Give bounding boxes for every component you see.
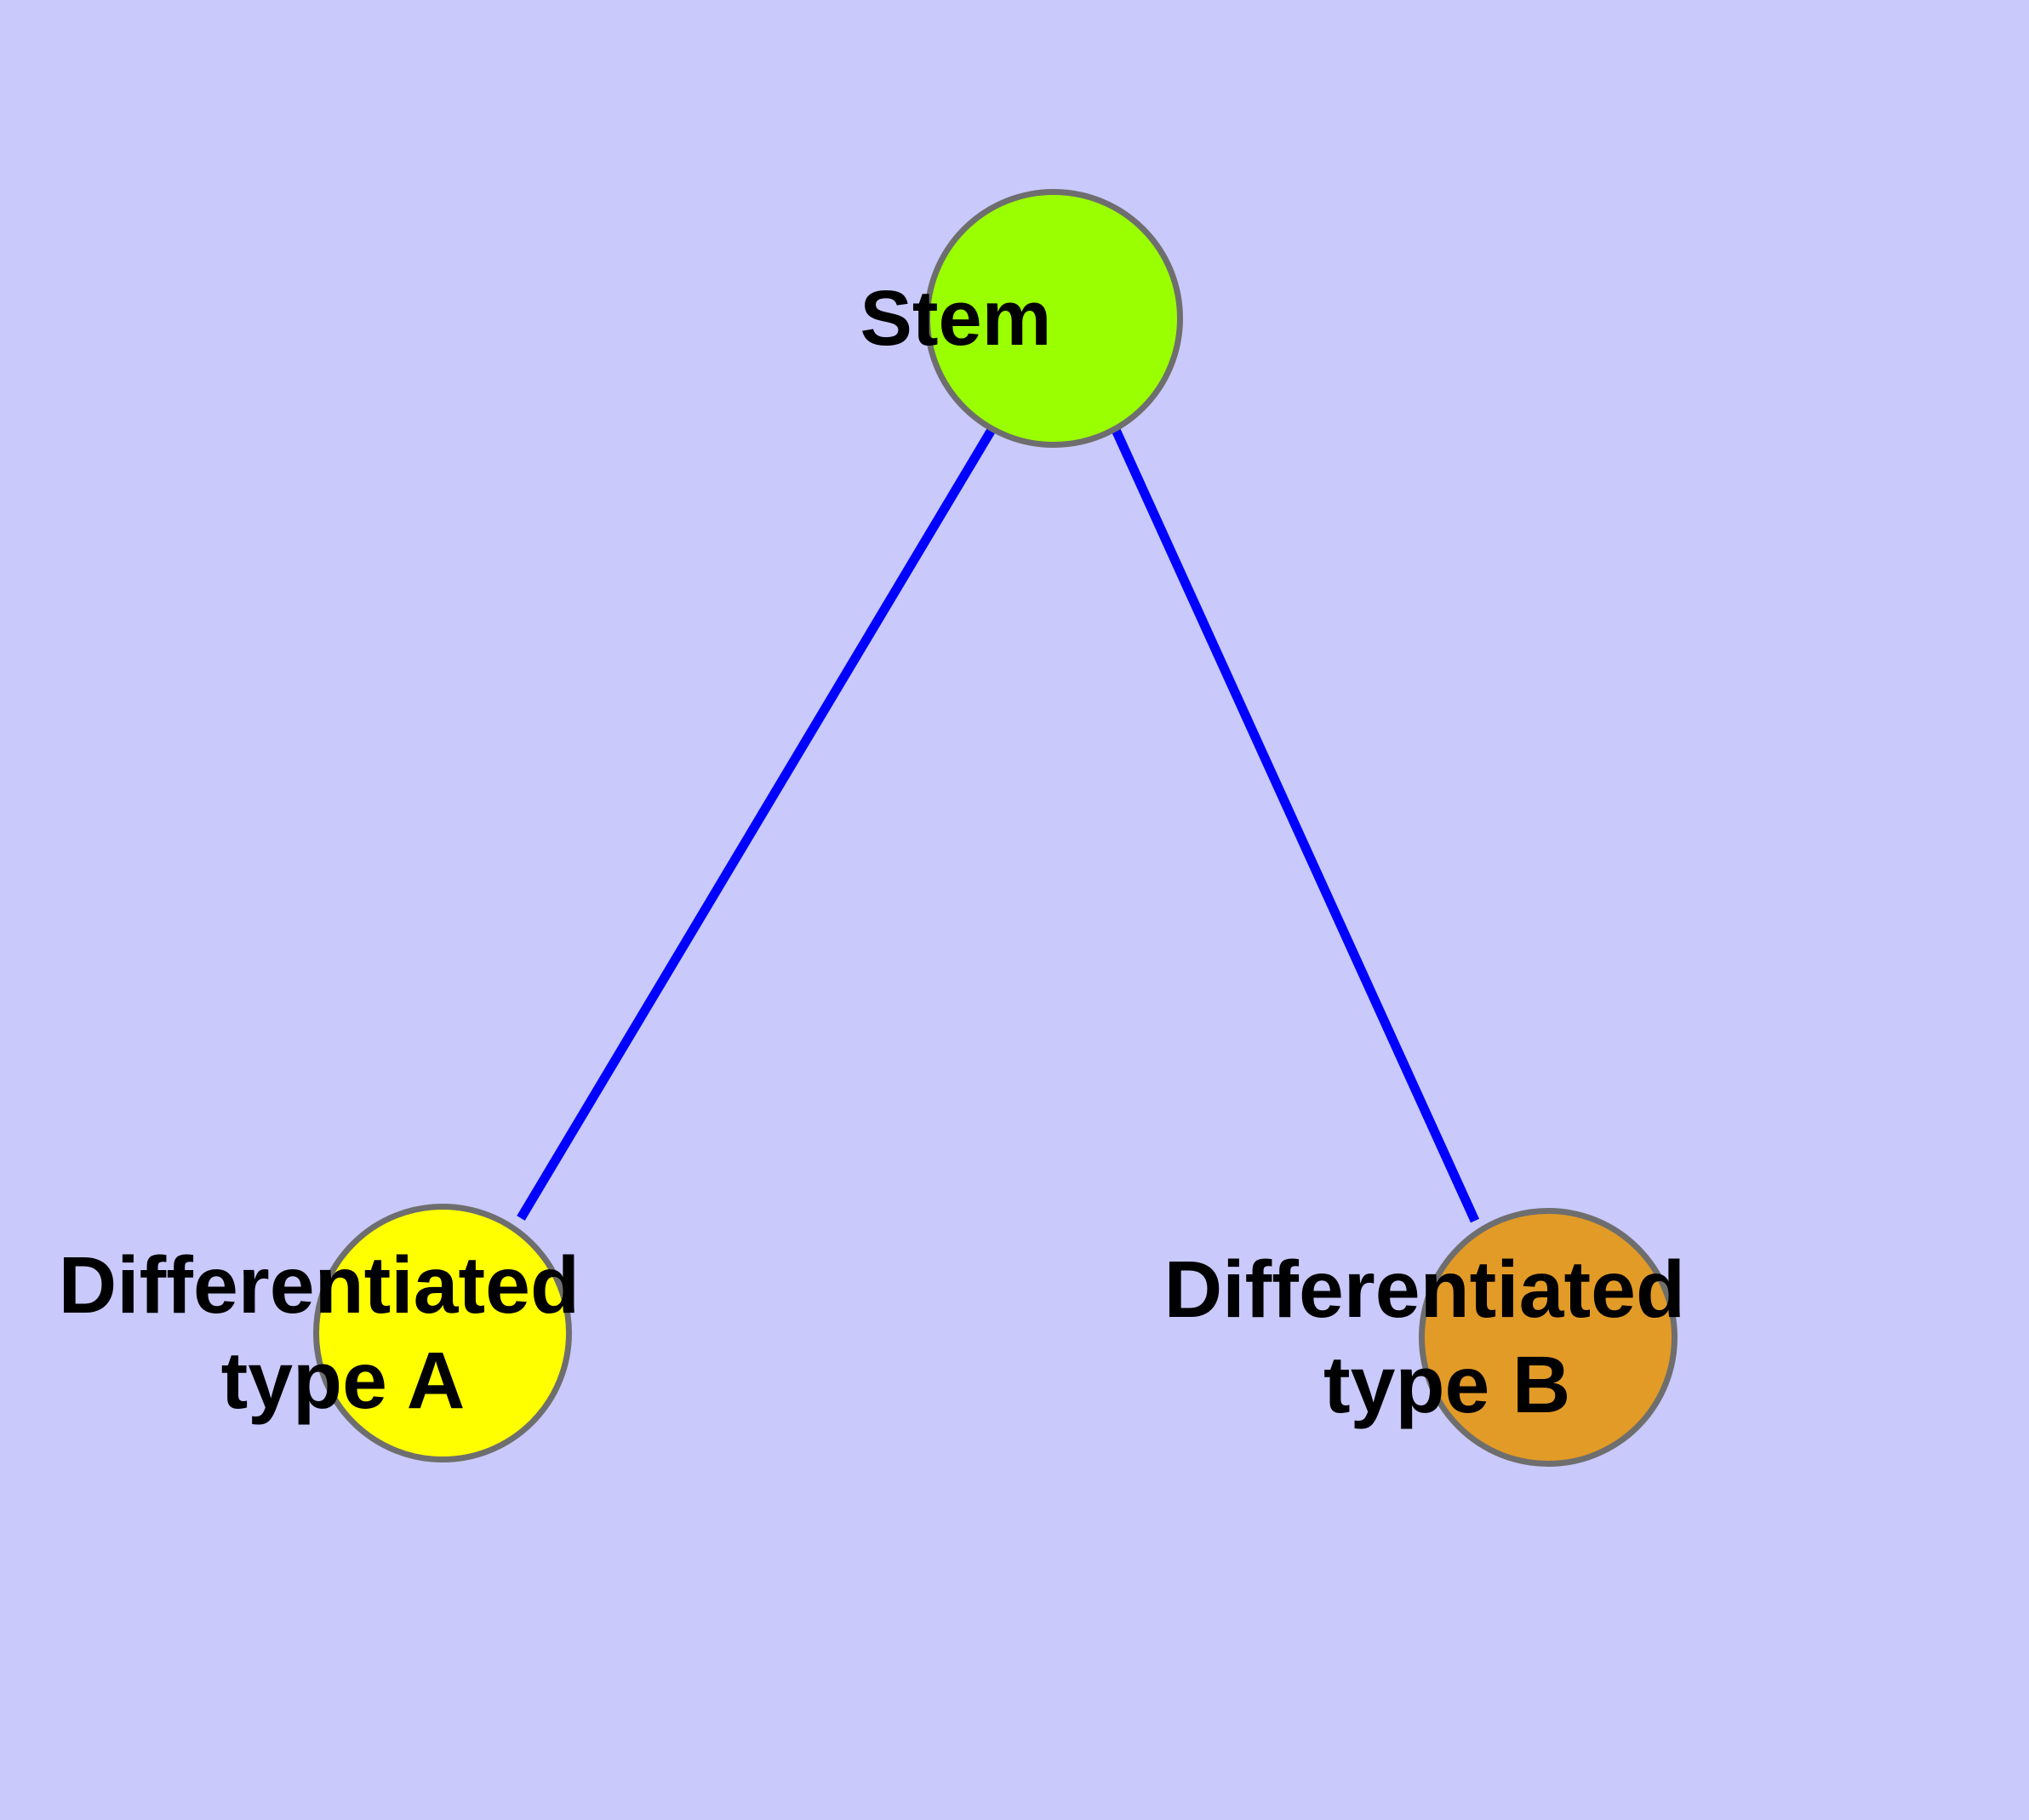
node-differentiated-type-a-label-line-1: Differentiated: [59, 1240, 580, 1331]
node-stem-label: Stem: [860, 275, 1247, 362]
edge-stem-to-differentiated-type-a[interactable]: [517, 427, 996, 1221]
node-differentiated-type-b[interactable]: Differentiated type B: [1164, 1208, 1933, 1467]
node-differentiated-type-b-label-line-1: Differentiated: [1164, 1245, 1685, 1335]
edge-layer: [517, 427, 1480, 1223]
node-stem-label-line-1: Stem: [860, 275, 1051, 362]
edge-stem-to-differentiated-type-b[interactable]: [1111, 427, 1480, 1223]
node-differentiated-type-a-label-line-2: type A: [221, 1336, 464, 1426]
node-layer: Stem Differentiated type A Differentiate…: [59, 189, 1933, 1467]
node-differentiated-type-b-circle[interactable]: [1419, 1208, 1677, 1467]
node-differentiated-type-a-label: Differentiated type A: [59, 1240, 827, 1426]
node-stem[interactable]: Stem: [860, 189, 1247, 448]
node-differentiated-type-b-label: Differentiated type B: [1164, 1245, 1933, 1430]
node-differentiated-type-b-label-line-2: type B: [1323, 1340, 1570, 1430]
node-stem-circle[interactable]: [924, 189, 1183, 448]
node-differentiated-type-a[interactable]: Differentiated type A: [59, 1204, 827, 1462]
node-differentiated-type-a-circle[interactable]: [313, 1204, 572, 1462]
